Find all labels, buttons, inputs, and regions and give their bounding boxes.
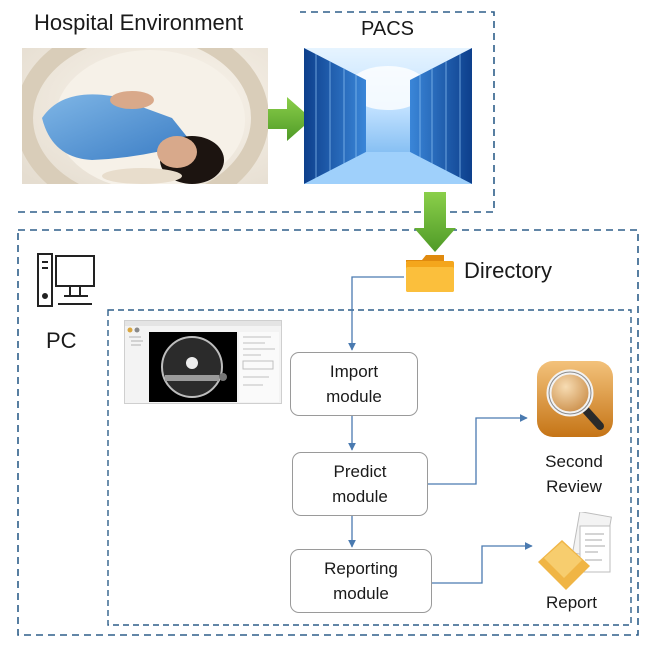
report-documents-icon: [532, 510, 614, 592]
directory-label: Directory: [464, 258, 553, 283]
report-label: Report: [546, 593, 598, 612]
hospital-patient-scan-image: [22, 48, 268, 184]
software-screenshot-thumbnail: [124, 320, 282, 404]
hospital-label: Hospital Environment: [34, 10, 244, 35]
connector-directory-import: [348, 276, 404, 351]
magnifier-icon: [536, 360, 614, 438]
pc-region-border: [17, 229, 639, 636]
green-arrow-down: [414, 192, 456, 252]
pc-label: PC: [46, 328, 77, 353]
second-review-label: Second Review: [545, 452, 603, 496]
software-region-border: [107, 309, 632, 626]
import-module-box: Import module: [290, 352, 418, 416]
folder-icon: [404, 252, 456, 294]
computer-icon: [36, 252, 98, 310]
pacs-server-room-image: [304, 48, 472, 184]
connector-predict-review: [428, 414, 528, 485]
hospital-region-border: [18, 11, 495, 213]
pacs-label: PACS: [361, 18, 414, 40]
connector-reporting-report: [432, 542, 533, 584]
predict-module-box: Predict module: [292, 452, 428, 516]
green-arrow-right: [254, 97, 312, 141]
reporting-module-box: Reporting module: [290, 549, 432, 613]
